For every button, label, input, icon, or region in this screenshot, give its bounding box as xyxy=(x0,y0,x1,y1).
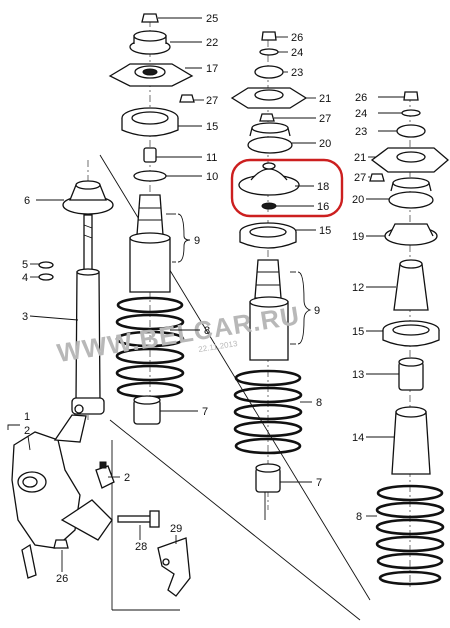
callout-labels: 25 22 17 27 15 11 10 6 9 5 4 3 8 7 1 2 2… xyxy=(22,13,367,585)
column-b xyxy=(230,31,344,510)
nut-part-25 xyxy=(141,13,159,23)
callout-9-b: 9 xyxy=(314,305,320,317)
callout-19: 19 xyxy=(352,231,364,243)
callout-26-b: 26 xyxy=(291,32,303,44)
bump-stop-a xyxy=(136,194,164,236)
bump-stop-part-12 xyxy=(393,259,429,311)
rubber-stop-part-7-a xyxy=(133,395,161,425)
spring-plate-part-19 xyxy=(384,223,438,246)
mount-part-17 xyxy=(108,63,194,87)
callout-15-a: 15 xyxy=(206,121,218,133)
coil-spring-part-8-a xyxy=(115,296,185,399)
protective-boot-part-9-a xyxy=(129,232,171,293)
shock-absorber-part-3 xyxy=(71,268,105,415)
callout-5: 5 xyxy=(22,259,28,271)
nut-part-26-b xyxy=(403,91,419,101)
mount-part-21-a xyxy=(230,87,308,109)
callout-20-a: 20 xyxy=(319,138,331,150)
sleeve-part-13 xyxy=(398,357,424,391)
ring-part-23-b xyxy=(396,124,426,138)
callout-8-c: 8 xyxy=(356,511,362,523)
callout-21-a: 21 xyxy=(319,93,331,105)
callout-8-a: 8 xyxy=(204,325,210,337)
bump-stop-b xyxy=(254,259,282,299)
callout-26-a: 26 xyxy=(56,573,68,585)
nut-part-27-b xyxy=(259,113,275,122)
bearing-part-20-b xyxy=(388,177,434,209)
ring-part-23-a xyxy=(254,65,284,79)
bracket-part-29 xyxy=(157,537,191,597)
mount-part-21-b xyxy=(370,147,449,173)
callout-28: 28 xyxy=(135,541,147,553)
callout-13: 13 xyxy=(352,369,364,381)
callout-15-c: 15 xyxy=(352,326,364,338)
bearing-part-20-a xyxy=(247,122,293,154)
callout-27-a: 27 xyxy=(206,95,218,107)
callout-3: 3 xyxy=(22,311,28,323)
protective-boot-part-14 xyxy=(391,406,431,475)
callout-17: 17 xyxy=(206,63,218,75)
bump-cap-part-18 xyxy=(238,162,300,196)
bolt-part-28 xyxy=(117,510,160,528)
washer-part-10 xyxy=(133,170,167,182)
spring-seat-part-15-c xyxy=(382,320,440,347)
washer-part-16 xyxy=(261,202,277,210)
callout-2-b: 2 xyxy=(124,472,130,484)
callout-4: 4 xyxy=(22,272,28,284)
callout-9-a: 9 xyxy=(194,235,200,247)
spring-seat-part-15-a xyxy=(121,107,179,137)
callout-25: 25 xyxy=(206,13,218,25)
washer-part-24-b xyxy=(401,109,421,117)
callout-8-b: 8 xyxy=(316,397,322,409)
washer-part-24-a xyxy=(259,48,279,56)
spacer-part-22 xyxy=(129,30,171,55)
top-mount-part-6 xyxy=(62,180,114,215)
washer-part-5 xyxy=(38,261,54,269)
callout-16: 16 xyxy=(317,201,329,213)
coil-spring-part-8-b xyxy=(233,369,303,455)
callout-27-c: 27 xyxy=(354,172,366,184)
callout-15-b: 15 xyxy=(319,225,331,237)
callout-24-a: 24 xyxy=(291,47,303,59)
bush-part-11 xyxy=(143,147,157,163)
callout-2-a: 2 xyxy=(24,425,30,437)
callout-26-c: 26 xyxy=(355,92,367,104)
callout-24-b: 24 xyxy=(355,108,367,120)
coil-spring-part-8-c xyxy=(375,484,445,586)
callout-7-b: 7 xyxy=(316,477,322,489)
callout-12: 12 xyxy=(352,282,364,294)
callout-18: 18 xyxy=(317,181,329,193)
nut-part-26-c xyxy=(53,539,69,549)
strut-assembly-left xyxy=(38,160,114,420)
rubber-stop-part-7-b xyxy=(255,463,281,493)
piston-rod xyxy=(83,214,93,271)
protective-boot-part-9-b xyxy=(249,296,289,361)
callout-22: 22 xyxy=(206,37,218,49)
callout-6: 6 xyxy=(24,195,30,207)
leader-lines xyxy=(7,17,404,572)
column-a xyxy=(108,13,195,425)
nut-part-26-a xyxy=(261,31,277,41)
washer-part-4 xyxy=(38,273,54,281)
callout-23-a: 23 xyxy=(291,67,303,79)
callout-10: 10 xyxy=(206,171,218,183)
callout-14: 14 xyxy=(352,432,364,444)
spring-seat-part-15-b xyxy=(239,222,297,249)
callout-23-b: 23 xyxy=(355,126,367,138)
wheel-bearing-housing-part-1 xyxy=(11,414,113,579)
callout-1: 1 xyxy=(24,411,30,423)
nut-part-27-a xyxy=(179,94,195,103)
column-c xyxy=(369,91,449,590)
callout-27-b: 27 xyxy=(319,113,331,125)
callout-11: 11 xyxy=(206,152,217,164)
nut-part-27-c xyxy=(369,173,385,182)
ball-joint-part-2 xyxy=(95,461,115,489)
callout-29: 29 xyxy=(170,523,182,535)
highlight-outline xyxy=(230,158,344,218)
callout-20-b: 20 xyxy=(352,194,364,206)
callout-21-b: 21 xyxy=(354,152,366,164)
callout-7-a: 7 xyxy=(202,406,208,418)
